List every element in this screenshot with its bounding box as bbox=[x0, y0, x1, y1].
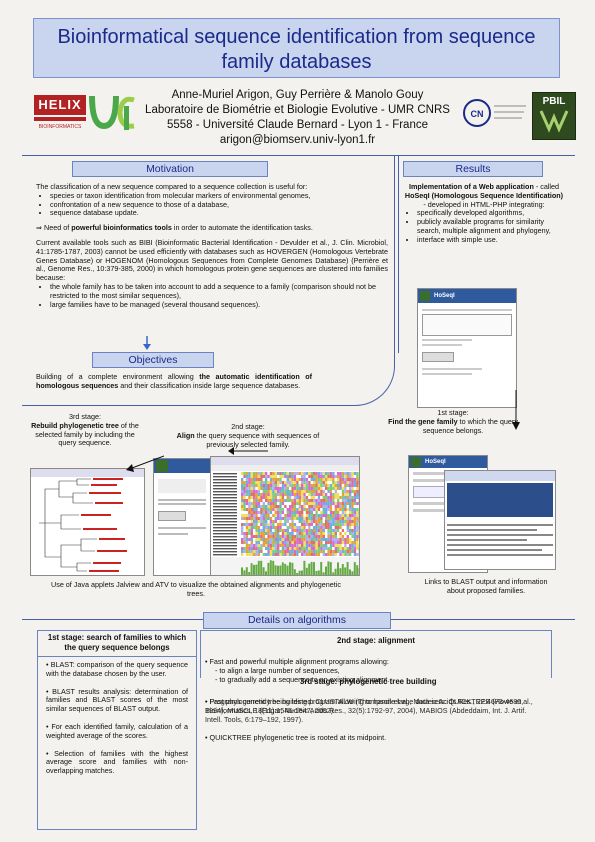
stage3-algo-title: 3rd stage: phylogenetic tree building bbox=[300, 677, 437, 686]
list-item: species or taxon identification from mol… bbox=[50, 191, 388, 201]
list-item: publicly available programs for similari… bbox=[417, 217, 565, 236]
screen-app-name: HoSeqI bbox=[434, 293, 455, 299]
blast-output-screenshot bbox=[444, 470, 556, 570]
stage3-last: • QUICKTREE phylogenetic tree is rooted … bbox=[205, 733, 387, 742]
hoseqi-results-screenshot bbox=[153, 458, 211, 576]
stage1-algo-box: 1st stage: search of families to which t… bbox=[37, 630, 197, 830]
list-item: • BLAST: comparison of the query sequenc… bbox=[46, 660, 188, 678]
blast-caption: Links to BLAST output and information ab… bbox=[424, 577, 548, 595]
arrow-down-icon bbox=[511, 390, 521, 430]
hoseqi-form-screenshot: HoSeqI bbox=[417, 288, 517, 408]
arrow-down-icon bbox=[141, 336, 153, 350]
results-body: Implementation of a Web application - ca… bbox=[403, 182, 565, 245]
stage2-algo-body: • Fast and powerful multiple alignment p… bbox=[205, 657, 390, 684]
motivation-header: Motivation bbox=[72, 161, 268, 177]
motivation-list: species or taxon identification from mol… bbox=[36, 191, 388, 218]
stage2-algo-title: 2nd stage: alignment bbox=[337, 636, 415, 645]
results-list: specifically developed algorithms, publi… bbox=[403, 209, 565, 244]
results-frame bbox=[398, 155, 576, 353]
helix-logo-subtext: BIOINFORMATICS bbox=[38, 124, 82, 130]
motivation-body: The classification of a new sequence com… bbox=[36, 182, 388, 310]
list-item: • Selection of families with the highest… bbox=[46, 748, 188, 776]
pbil-logo: PBIL bbox=[532, 92, 576, 140]
screen-app-name: HoSeqI bbox=[425, 459, 446, 465]
results-header: Results bbox=[403, 161, 543, 177]
pbil-logo-text: PBIL bbox=[542, 96, 566, 107]
motivation-need: ⇒ Need of powerful bioinformatics tools … bbox=[36, 223, 313, 233]
motivation-because-list: the whole family has to be taken into ac… bbox=[36, 282, 388, 310]
blast-output-lines bbox=[445, 519, 555, 561]
stage2-algo-box: 2nd stage: alignment bbox=[200, 630, 552, 678]
list-item: • For each identified family, calculatio… bbox=[46, 721, 188, 740]
list-item: specifically developed algorithms, bbox=[417, 209, 565, 218]
ucbl-logo bbox=[88, 92, 140, 134]
authors-block: Anne-Muriel Arigon, Guy Perrière & Manol… bbox=[120, 88, 475, 148]
svg-text:CN: CN bbox=[471, 109, 484, 119]
author-names: Anne-Muriel Arigon, Guy Perrière & Manol… bbox=[171, 89, 424, 101]
alignment-screenshot bbox=[210, 456, 360, 576]
stage-1-caption: 1st stage:Find the gene family to which … bbox=[388, 408, 518, 435]
divider-top bbox=[22, 155, 575, 156]
title-line-2: family databases bbox=[221, 51, 372, 73]
helix-logo: HELIX BIOINFORMATICS bbox=[34, 95, 86, 133]
list-item: the whole family has to be taken into ac… bbox=[50, 282, 388, 301]
cnrs-logo: CN bbox=[462, 98, 528, 128]
arrow-left-icon-2 bbox=[124, 454, 165, 474]
stage3-ghost-text: • Fast phylogenetic tree building progra… bbox=[205, 697, 533, 715]
poster-title: Bioinformatical sequence identification … bbox=[33, 18, 560, 78]
arrow-left-icon bbox=[228, 444, 268, 456]
objectives-header: Objectives bbox=[92, 352, 214, 368]
phylogenetic-tree-screenshot bbox=[30, 468, 145, 576]
objectives-body: Building of a complete environment allow… bbox=[36, 372, 313, 390]
results-impl: Implementation of a Web application - ca… bbox=[404, 182, 564, 209]
stage1-algo-title: 1st stage: search of families to which t… bbox=[38, 631, 196, 657]
author-lab: Laboratoire de Biométrie et Biologie Evo… bbox=[145, 104, 450, 116]
algorithms-header: Details on algorithms bbox=[203, 612, 391, 629]
motivation-intro: The classification of a new sequence com… bbox=[36, 182, 308, 191]
author-email: arigon@biomserv.univ-lyon1.fr bbox=[219, 134, 376, 146]
author-univ: 5558 - Université Claude Bernard - Lyon … bbox=[166, 119, 428, 131]
title-line-1: Bioinformatical sequence identification … bbox=[57, 26, 536, 48]
list-item: confrontation of a new sequence to those… bbox=[50, 200, 388, 210]
list-item: sequence database update. bbox=[50, 209, 388, 218]
list-item: large families have to be managed (sever… bbox=[50, 300, 388, 310]
helix-logo-text: HELIX bbox=[34, 95, 86, 115]
stage2-refs: • Programs currently being tested: CLUST… bbox=[205, 697, 527, 724]
list-item: • BLAST results analysis: determination … bbox=[46, 686, 188, 714]
stage-3-caption: 3rd stage:Rebuild phylogenetic tree of t… bbox=[31, 412, 139, 448]
motivation-current: Current available tools such as BIBI (Bi… bbox=[36, 237, 388, 283]
java-applets-caption: Use of Java applets Jalview and ATV to v… bbox=[51, 580, 341, 598]
list-item: interface with simple use. bbox=[417, 235, 565, 245]
stage-2-caption: 2nd stage:Align the query sequence with … bbox=[176, 422, 320, 449]
motivation-frame bbox=[22, 155, 395, 406]
